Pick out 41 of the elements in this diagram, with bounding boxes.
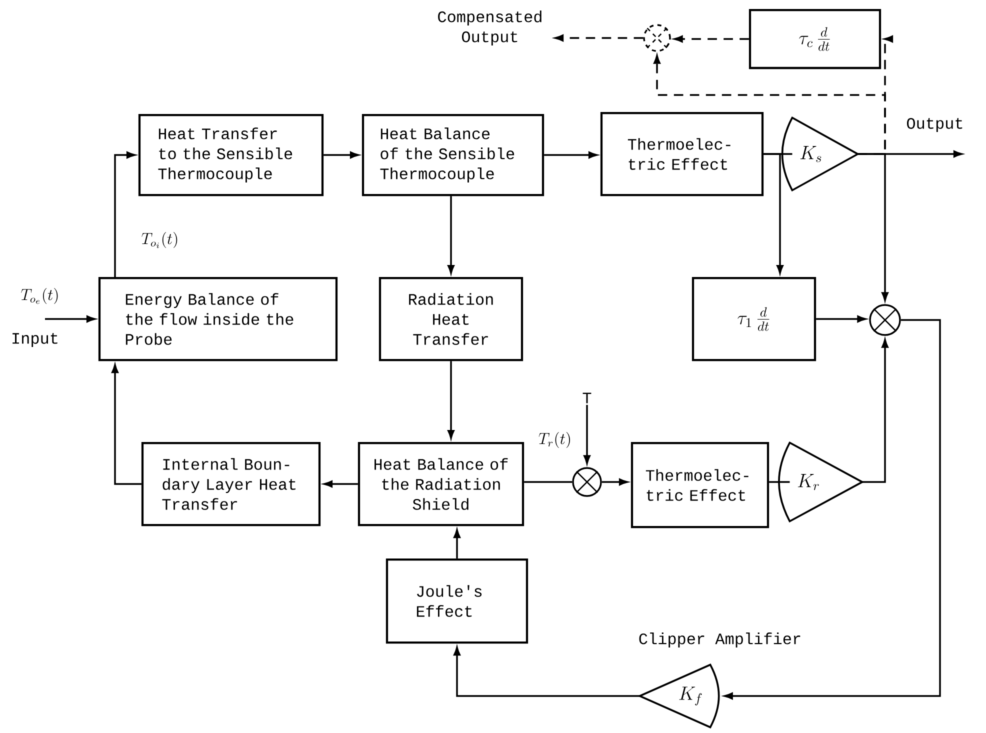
block-box: Thermoelec- tric Effect [630, 442, 770, 528]
arrow [674, 36, 749, 42]
arrow [114, 152, 136, 277]
arrow [454, 646, 640, 697]
block-box: $\tau_c\,\frac{d}{dt}$ [748, 8, 882, 70]
arrow [862, 339, 888, 483]
arrow [324, 152, 359, 158]
arrow [816, 316, 866, 322]
block-box: Energy Balance of the flow inside the Probe [98, 276, 338, 362]
block-box: Thermoelec- tric Effect [600, 112, 764, 196]
arrow [724, 319, 941, 700]
terminal-label: T [582, 392, 592, 404]
block-box: Internal Boun- dary Layer Heat Transfer [141, 442, 321, 526]
summing-junction [572, 467, 602, 497]
arrow [112, 364, 142, 485]
arrow [544, 152, 598, 158]
arrow [764, 153, 784, 274]
summing-junction [869, 304, 901, 336]
arrow [45, 316, 96, 322]
arrow [654, 55, 886, 155]
block-box: Joule's Effect [386, 558, 528, 644]
terminal-label: Compensated Output [438, 10, 542, 46]
block-box: Heat Balance of the Radiation Shield [358, 442, 524, 526]
block-box: $\tau_1\,\frac{d}{dt}$ [692, 276, 816, 362]
arrow [454, 529, 460, 558]
arrow [554, 34, 644, 42]
arrow [448, 361, 454, 439]
edge-label: $T_{o_i}(t)$ [140, 230, 180, 250]
block-box: Heat Balance of the Sensible Thermocouple [362, 114, 544, 196]
block-box: Radiation Heat Transfer [378, 276, 524, 362]
edge-label: $T_{o_e}(t)$ [19, 286, 61, 306]
amplifier-caption: Clipper Amplifier [639, 632, 800, 648]
arrow [448, 196, 454, 274]
terminal-label: Output [907, 118, 962, 132]
summing-junction [643, 24, 671, 52]
arrow [324, 480, 358, 488]
edge-label: $T_r(t)$ [537, 430, 573, 450]
arrow [602, 478, 628, 486]
arrow [584, 404, 590, 464]
block-box: Heat Transfer to the Sensible Thermocouple [138, 114, 324, 196]
terminal-label: Input [12, 333, 58, 347]
